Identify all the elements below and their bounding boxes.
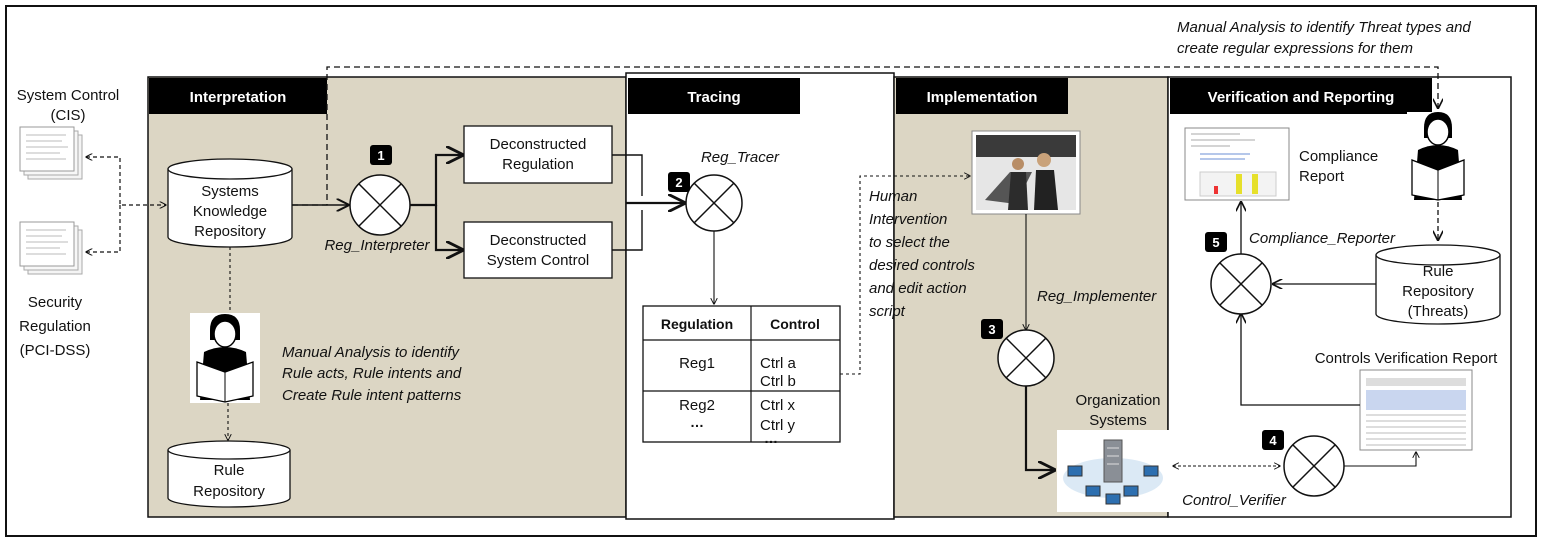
table-row1-control-2: Ctrl b [760,373,796,390]
interpreter-to-control-arrow [434,205,462,250]
deconstructed-system-control-box [463,221,613,279]
doc-repo-link-1 [86,157,166,205]
controls-verification-report-label: Controls Verification Report [1315,350,1498,367]
verifier-to-report-arrow [1344,452,1416,467]
doc-repo-link-2 [86,205,121,252]
manual-threat-note-2: create regular expressions for them [1177,40,1413,57]
table-row1-regulation: Reg1 [679,355,715,372]
security-regulation-label-1: Security [28,294,83,311]
control-verifier-label: Control_Verifier [1182,492,1287,509]
control-to-tracer-line [612,210,643,251]
table-ellipsis-control: … [764,430,778,446]
interpreter-to-regulation-arrow [410,155,462,207]
rule-repository-label-1: Rule [214,462,245,479]
reg-implementer-process [997,329,1055,387]
header-implementation [896,78,1068,114]
header-interpretation-label: Interpretation [190,89,287,106]
table-to-human-link [840,176,970,375]
rule-threats-label-3: (Threats) [1408,303,1469,320]
deconstructed-control-label-2: System Control [487,252,590,269]
implementer-to-systems-arrow [1024,386,1054,470]
compliance-reporter-process [1210,253,1272,315]
manual-threat-note-1: Manual Analysis to identify Threat types… [1177,19,1471,36]
human-intervention-2: Intervention [869,211,947,228]
analyst-reading-icon-left [190,313,260,403]
system-control-label-2: (CIS) [51,107,86,124]
human-intervention-5: and edit action [869,280,967,297]
analyst-reading-icon-right [1407,112,1470,202]
org-systems-label-1: Organization [1075,392,1160,409]
table-ellipsis-regulation: … [690,414,704,430]
step-5-badge [1205,232,1227,252]
workers-photo [971,130,1081,215]
table-header-control: Control [770,316,820,332]
table-header-regulation: Regulation [661,316,733,332]
step-2-badge [668,172,690,192]
table-row1-control-1: Ctrl a [760,355,796,372]
rule-repository-label-2: Repository [193,483,265,500]
manual-rule-note-3: Create Rule intent patterns [282,387,462,404]
header-implementation-label: Implementation [927,89,1038,106]
deconstructed-regulation-label-2: Regulation [502,156,574,173]
header-tracing [628,78,800,114]
compliance-report-label-2: Report [1299,168,1345,185]
rule-threats-label-2: Repository [1402,283,1474,300]
controls-verification-report-icon [1359,369,1473,451]
header-interpretation [149,78,327,114]
human-intervention-4: desired controls [869,257,975,274]
security-regulation-label-2: Regulation [19,318,91,335]
reg-interpreter-process [349,174,411,236]
system-control-document-icon [19,126,83,180]
org-systems-label-2: Systems [1089,412,1147,429]
table-row2-control-2: Ctrl y [760,417,795,434]
deconstructed-control-label-1: Deconstructed [490,232,587,249]
manual-rule-note-2: Rule acts, Rule intents and [282,365,462,382]
reg-interpreter-label: Reg_Interpreter [324,237,430,254]
skr-label-2: Knowledge [193,203,267,220]
reg-tracer-label: Reg_Tracer [701,149,780,166]
skr-label-1: Systems [201,183,259,200]
regulation-to-tracer-line [612,154,643,196]
deconstructed-regulation-label-1: Deconstructed [490,136,587,153]
reg-implementer-label: Reg_Implementer [1037,288,1157,305]
step-5-number: 5 [1212,235,1219,250]
step-2-number: 2 [675,175,682,190]
human-intervention-3: to select the [869,234,950,251]
header-tracing-label: Tracing [687,89,740,106]
compliance-report-label-1: Compliance [1299,148,1378,165]
compliance-report-icon [1184,127,1290,201]
deconstructed-regulation-box [463,125,613,184]
report-to-reporter-arrow [1241,314,1360,406]
table-row2-regulation: Reg2 [679,397,715,414]
security-regulation-document-icon [19,221,83,275]
rule-threats-label-1: Rule [1423,263,1454,280]
rule-repository-threats [1375,244,1501,325]
panel-tracing [625,72,895,520]
human-intervention-1: Human [869,188,917,205]
header-verification-label: Verification and Reporting [1208,89,1395,106]
skr-label-3: Repository [194,223,266,240]
table-row2-control-1: Ctrl x [760,397,795,414]
system-control-label-1: System Control [17,87,120,104]
step-4-badge [1262,430,1284,450]
header-verification [1170,78,1432,114]
human-intervention-6: script [869,303,906,320]
step-3-badge [981,319,1003,339]
control-verifier-process [1283,435,1345,497]
step-3-number: 3 [988,322,995,337]
rule-repository [167,440,291,508]
step-4-number: 4 [1269,433,1277,448]
security-regulation-label-3: (PCI-DSS) [20,342,91,359]
compliance-reporter-label: Compliance_Reporter [1249,230,1396,247]
manual-rule-note-1: Manual Analysis to identify [282,344,461,361]
organization-systems-icon [1057,430,1169,512]
step-1-badge [370,145,392,165]
trace-table [642,305,841,443]
reg-tracer-process [685,174,743,232]
step-1-number: 1 [377,148,384,163]
